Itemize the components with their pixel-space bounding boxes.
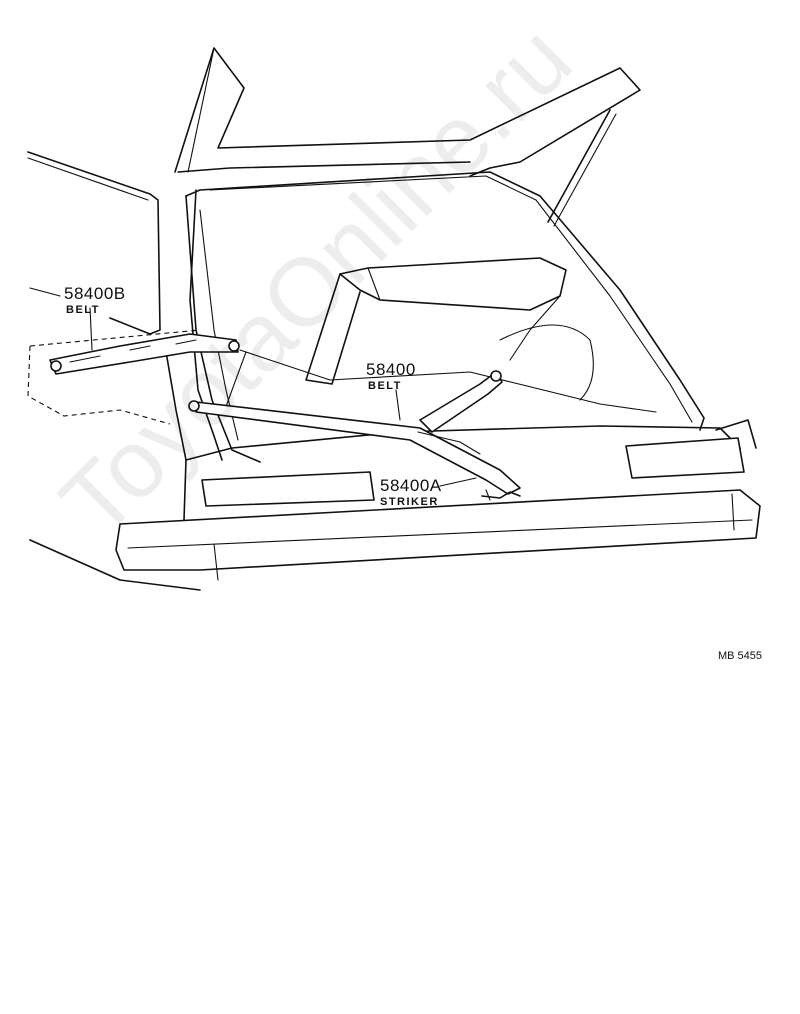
part-number-58400: 58400 [366,360,416,379]
part-name-striker: STRIKER [380,496,439,508]
part-name-belt-side: BELT [66,304,100,316]
part-number-58400a: 58400A [380,476,442,495]
part-name-belt-center: BELT [368,380,402,392]
diagram-code: MB 5455 [718,650,763,662]
part-number-58400b: 58400B [64,284,126,303]
